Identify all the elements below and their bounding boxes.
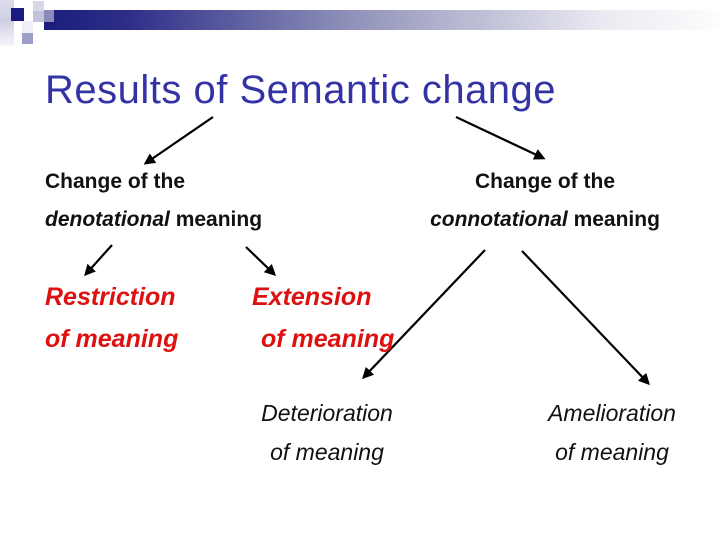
node-change-denotational: Change of the denotational meaning (45, 163, 262, 239)
banner-gradient-bar (44, 10, 720, 30)
emphasis-word: denotational (45, 208, 170, 231)
banner-pixel-square (33, 1, 44, 11)
node-amelioration: Amelioration of meaning (531, 394, 693, 472)
node-line: Change of the (45, 170, 185, 193)
node-line: Amelioration (548, 400, 676, 426)
banner-pixel-square (22, 33, 33, 44)
banner-pixel-square (33, 11, 44, 22)
node-line: of meaning (270, 439, 384, 465)
node-line: Change of the (475, 170, 615, 193)
plain-word: meaning (175, 208, 263, 231)
connector-title-to-connotational (455, 116, 546, 160)
node-change-connotational: Change of the connotational meaning (405, 163, 685, 239)
connector-denotational-to-restriction (84, 244, 113, 277)
slide-title: Results of Semantic change (45, 68, 557, 112)
plain-word: meaning (573, 208, 660, 231)
node-line: connotational meaning (405, 201, 685, 239)
banner-navy-square (11, 8, 24, 21)
banner-pixel-square (44, 10, 54, 22)
node-restriction: Restriction of meaning (45, 276, 178, 360)
banner-left-strip (0, 0, 14, 46)
node-deterioration: Deterioration of meaning (246, 394, 408, 472)
emphasis-word: connotational (430, 208, 568, 231)
connector-connotational-to-amelioration (521, 250, 650, 386)
node-extension: Extension of meaning (252, 276, 394, 360)
connector-connotational-to-deterioration (362, 249, 486, 380)
node-line: Deterioration (261, 400, 393, 426)
node-line: of meaning (555, 439, 669, 465)
connector-denotational-to-extension (245, 246, 277, 276)
banner-pixel-square (22, 21, 33, 33)
node-line: Restriction (45, 283, 176, 311)
node-line: of meaning (261, 325, 395, 353)
connector-title-to-denotational (143, 116, 214, 165)
node-line: of meaning (45, 325, 179, 353)
node-line: denotational meaning (45, 201, 262, 239)
node-line: Extension (252, 283, 372, 311)
